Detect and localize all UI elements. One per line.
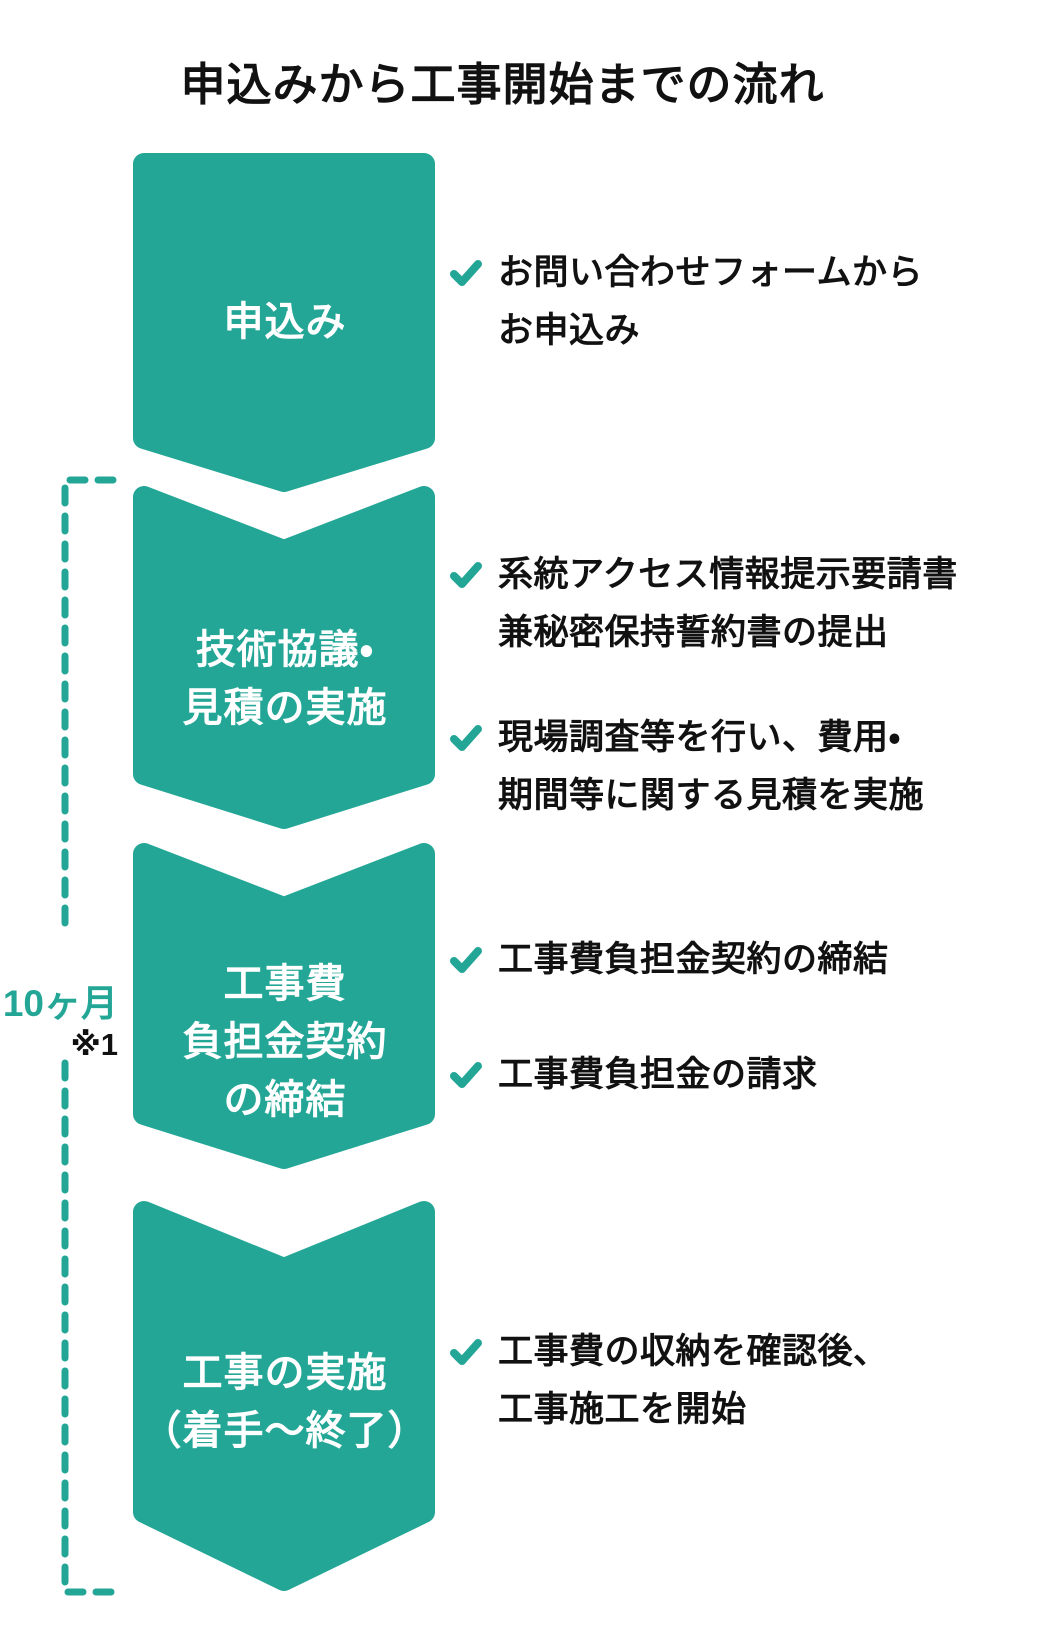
duration-note: ※1 [70,1027,118,1062]
step-3-bullet-1: 工事費負担金契約の締結 [448,931,1028,989]
bullet-text: 工事費負担金契約の締結 [498,940,889,979]
check-icon [450,562,482,588]
step-1-label: 申込み [135,293,435,351]
step-3-label-line: 負担金契約 [182,1020,388,1064]
step-3-label: 工事費 負担金契約 の締結 [135,955,435,1129]
bullet-text: 工事費の収納を確認後、 工事施工を開始 [498,1332,889,1429]
duration-text: 10ヶ月 [2,983,118,1024]
check-icon [450,725,482,751]
step-2-label: 技術協議・ 見積の実施 [135,621,435,737]
duration-bracket-bottom [61,1059,117,1596]
step-2-bullet-2: 現場調査等を行い、費用・ 期間等に関する見積を実施 [448,709,1028,825]
bullet-text: お問い合わせフォームから お申込み [498,253,923,350]
duration-label: 10ヶ月 ※1 [0,982,118,1064]
step-4-chevron [133,1201,435,1591]
page-title: 申込みから工事開始までの流れ [180,59,825,110]
check-icon [450,260,482,286]
step-3-bullet-2: 工事費負担金の請求 [448,1046,1028,1104]
step-3-label-line: 工事費 [223,962,347,1006]
check-icon [450,1062,482,1088]
step-3-chevron [133,843,435,1169]
step-4-label: 工事の実施 （着手〜終了） [135,1344,435,1460]
step-3-label-line: の締結 [223,1078,347,1122]
bullet-text: 工事費負担金の請求 [498,1055,818,1094]
check-icon [450,947,482,973]
step-2-label-line: 見積の実施 [182,686,388,730]
step-2-label-line: 技術協議・ [195,628,375,672]
step-2-chevron [133,486,435,829]
step-4-label-line: 工事の実施 [182,1351,388,1395]
check-icon [450,1339,482,1365]
step-2-bullet-1: 系統アクセス情報提示要請書 兼秘密保持誓約書の提出 [448,546,1028,662]
step-4-bullet-1: 工事費の収納を確認後、 工事施工を開始 [448,1323,1028,1439]
duration-bracket-top [61,476,117,937]
bullet-text: 現場調査等を行い、費用・ 期間等に関する見積を実施 [498,718,925,815]
step-4-label-line: （着手〜終了） [141,1409,429,1453]
step-1-bullet-1: お問い合わせフォームから お申込み [448,244,1028,360]
bullet-text: 系統アクセス情報提示要請書 兼秘密保持誓約書の提出 [498,555,958,652]
step-1-chevron [133,153,435,492]
step-1-label-line: 申込み [223,300,347,344]
